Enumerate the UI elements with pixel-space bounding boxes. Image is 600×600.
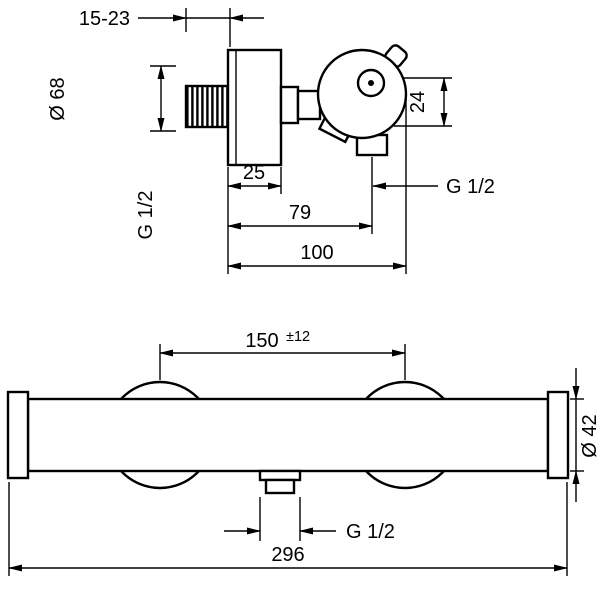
dim-overall-length: 296 (8, 482, 568, 576)
dim-label-escutcheon-depth: 25 (243, 162, 265, 184)
dim-label-escutcheon-diameter: Ø 68 (47, 77, 69, 120)
handle (316, 48, 408, 140)
mixer-bar (26, 397, 550, 473)
escutcheon (226, 48, 283, 167)
front-view-body (6, 380, 570, 495)
outlet-stub-front (264, 478, 296, 495)
dim-label-wall-distance: 15-23 (79, 8, 130, 30)
side-view: 15-23 Ø 68 24 25 (47, 8, 495, 274)
right-end-cap (546, 390, 570, 480)
front-view-dimensions: 150 ±12 Ø 42 G 1/2 (8, 329, 600, 576)
handle-cap-dot (368, 80, 374, 86)
dim-label-outlet-offset: 24 (407, 91, 429, 113)
outlet-flange (258, 469, 302, 482)
left-end-cap (6, 390, 30, 480)
dim-label-outlet-projection: 79 (289, 202, 311, 224)
dim-label-outlet-thread-front: G 1/2 (346, 521, 395, 543)
dim-bar-diameter: Ø 42 (570, 368, 600, 502)
front-view: 150 ±12 Ø 42 G 1/2 (6, 329, 600, 576)
dim-label-outlet-thread-side: G 1/2 (446, 176, 495, 198)
dim-wall-distance: 15-23 (79, 8, 264, 47)
dim-outlet-thread-front: G 1/2 (224, 497, 395, 543)
valve-neck-inner (296, 89, 322, 121)
dim-total-projection: 100 (227, 96, 407, 274)
dim-connection-pitch: 150 ±12 (159, 329, 406, 380)
dim-escutcheon-depth: 25 (227, 162, 282, 274)
dim-escutcheon-diameter: Ø 68 (47, 65, 176, 132)
side-view-dimensions: 15-23 Ø 68 24 25 (47, 8, 495, 274)
dim-label-inlet-thread: G 1/2 (135, 191, 157, 240)
dim-outlet-offset: 24 (394, 77, 452, 127)
dim-label-overall-length: 296 (271, 544, 304, 566)
dim-label-total-projection: 100 (300, 242, 333, 264)
dim-outlet-projection: 79 (227, 202, 373, 230)
dim-label-bar-diameter: Ø 42 (579, 414, 600, 457)
wall-nipple (184, 84, 230, 129)
valve-neck-outer (279, 85, 300, 125)
side-view-body (184, 44, 408, 167)
dim-outlet-thread-side: G 1/2 (371, 157, 495, 234)
dim-label-pitch-tolerance: ±12 (286, 329, 310, 345)
dim-label-connection-pitch: 150 (245, 330, 278, 352)
